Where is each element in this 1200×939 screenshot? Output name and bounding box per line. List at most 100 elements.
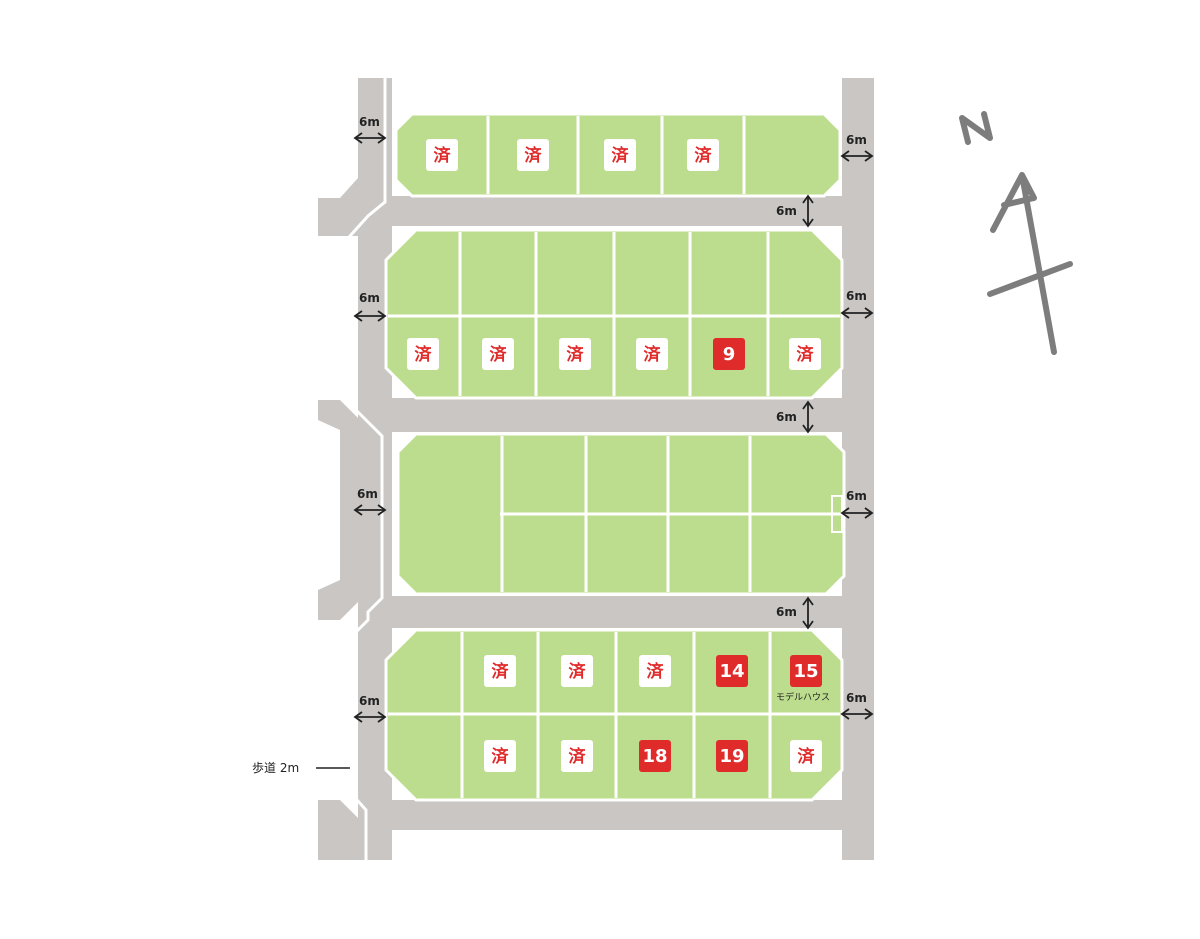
arrow-left-icon [840, 150, 850, 162]
arrow-right-icon [864, 150, 874, 162]
dimension-label: 6m [846, 133, 867, 147]
sold-badge [407, 338, 439, 370]
east-road-width-1: 6m [840, 133, 874, 162]
lot-number-badge[interactable] [713, 338, 745, 370]
inner-road-width-1: 6m [776, 194, 814, 228]
sold-lot-marker: 済 [561, 655, 593, 687]
dimension-label: 6m [357, 487, 378, 501]
north-compass: N [959, 111, 1073, 355]
model-house-annotation: モデルハウス [776, 691, 830, 703]
sold-lot-marker: 済 [639, 655, 671, 687]
arrow-right-icon [377, 132, 387, 144]
sold-badge [426, 139, 458, 171]
sold-lot-marker: 済 [407, 338, 439, 370]
west-road-width-4: 6m [353, 694, 387, 723]
sold-badge [517, 139, 549, 171]
lot-number: 15 [793, 661, 818, 682]
sold-lot-marker: 済 [517, 139, 549, 171]
dimension-label: 6m [359, 291, 380, 305]
arrow-left-icon [353, 132, 363, 144]
lot-number-badge[interactable] [790, 655, 822, 687]
arrow-right-icon [377, 711, 387, 723]
arrow-left-icon [353, 310, 363, 322]
sold-lot-marker: 済 [789, 338, 821, 370]
available-lot-18[interactable]: 18 [639, 740, 671, 772]
sold-badge [604, 139, 636, 171]
sold-label: 済 [569, 746, 587, 767]
lot-number-badge[interactable] [639, 740, 671, 772]
sold-lot-marker: 済 [790, 740, 822, 772]
sold-badge [559, 338, 591, 370]
model-house-label: モデルハウス [776, 691, 830, 703]
sold-label: 済 [567, 344, 585, 365]
sold-lot-marker: 済 [687, 139, 719, 171]
arrow-right-icon [864, 708, 874, 720]
merged-lot-fill [400, 511, 500, 517]
arrow-right-icon [864, 507, 874, 519]
west-road-width-3: 6m [353, 487, 387, 516]
roads-layer [318, 78, 874, 860]
east-road-width-4: 6m [840, 691, 874, 720]
sold-label: 済 [798, 746, 816, 767]
west-spur-road-2 [318, 400, 360, 620]
sold-label: 済 [492, 746, 510, 767]
sold-lot-marker: 済 [561, 740, 593, 772]
sold-label: 済 [612, 145, 630, 166]
available-lot-14[interactable]: 14 [716, 655, 748, 687]
sold-label: 済 [492, 661, 510, 682]
arrow-right-icon [864, 307, 874, 319]
sold-badge [484, 740, 516, 772]
sold-lot-marker: 済 [559, 338, 591, 370]
sold-lot-marker: 済 [484, 740, 516, 772]
dimension-label: 6m [846, 289, 867, 303]
sold-label: 済 [695, 145, 713, 166]
east-road-width-2: 6m [840, 289, 874, 319]
arrow-left-icon [840, 708, 850, 720]
sold-badge [687, 139, 719, 171]
sidewalk-edge [346, 78, 387, 860]
sold-lot-marker: 済 [482, 338, 514, 370]
dimension-label: 6m [776, 204, 797, 218]
west-spur-road-3 [318, 800, 358, 860]
dimension-label: 6m [776, 410, 797, 424]
dimension-label: 6m [846, 489, 867, 503]
lot-number: 9 [723, 344, 736, 365]
sold-badge [561, 740, 593, 772]
lot-number-badge[interactable] [716, 655, 748, 687]
available-lot-19[interactable]: 19 [716, 740, 748, 772]
sidewalk-annotation: 歩道 2m [252, 760, 350, 775]
arrow-up-icon [802, 596, 814, 606]
available-lot-15[interactable]: 15 [790, 655, 822, 687]
arrow-right-icon [377, 504, 387, 516]
west-road-width-1: 6m [353, 115, 387, 144]
arrow-up-icon [802, 194, 814, 204]
sold-label: 済 [415, 344, 433, 365]
west-spur-road-1 [318, 178, 358, 236]
inner-road-width-2: 6m [776, 400, 814, 434]
arrow-left-icon [840, 307, 850, 319]
dimension-label: 6m [776, 605, 797, 619]
sold-label: 済 [647, 661, 665, 682]
sold-lot-marker: 済 [604, 139, 636, 171]
inner-road-2 [376, 398, 856, 432]
west-road-width-2: 6m [353, 291, 387, 322]
sold-badge [789, 338, 821, 370]
sidewalk-label: 歩道 2m [252, 760, 299, 775]
lot-number-badge[interactable] [716, 740, 748, 772]
arrow-left-icon [353, 504, 363, 516]
east-road [842, 78, 874, 860]
arrow-down-icon [802, 424, 814, 434]
lot-number: 14 [719, 661, 744, 682]
inner-road-3 [376, 596, 856, 628]
arrow-left-icon [353, 711, 363, 723]
sold-badge [639, 655, 671, 687]
arrow-up-icon [802, 400, 814, 410]
west-road [358, 78, 392, 860]
east-road-width-3: 6m [840, 489, 874, 519]
sold-badge [636, 338, 668, 370]
available-lot-9[interactable]: 9 [713, 338, 745, 370]
arrow-down-icon [802, 218, 814, 228]
sold-badge [484, 655, 516, 687]
